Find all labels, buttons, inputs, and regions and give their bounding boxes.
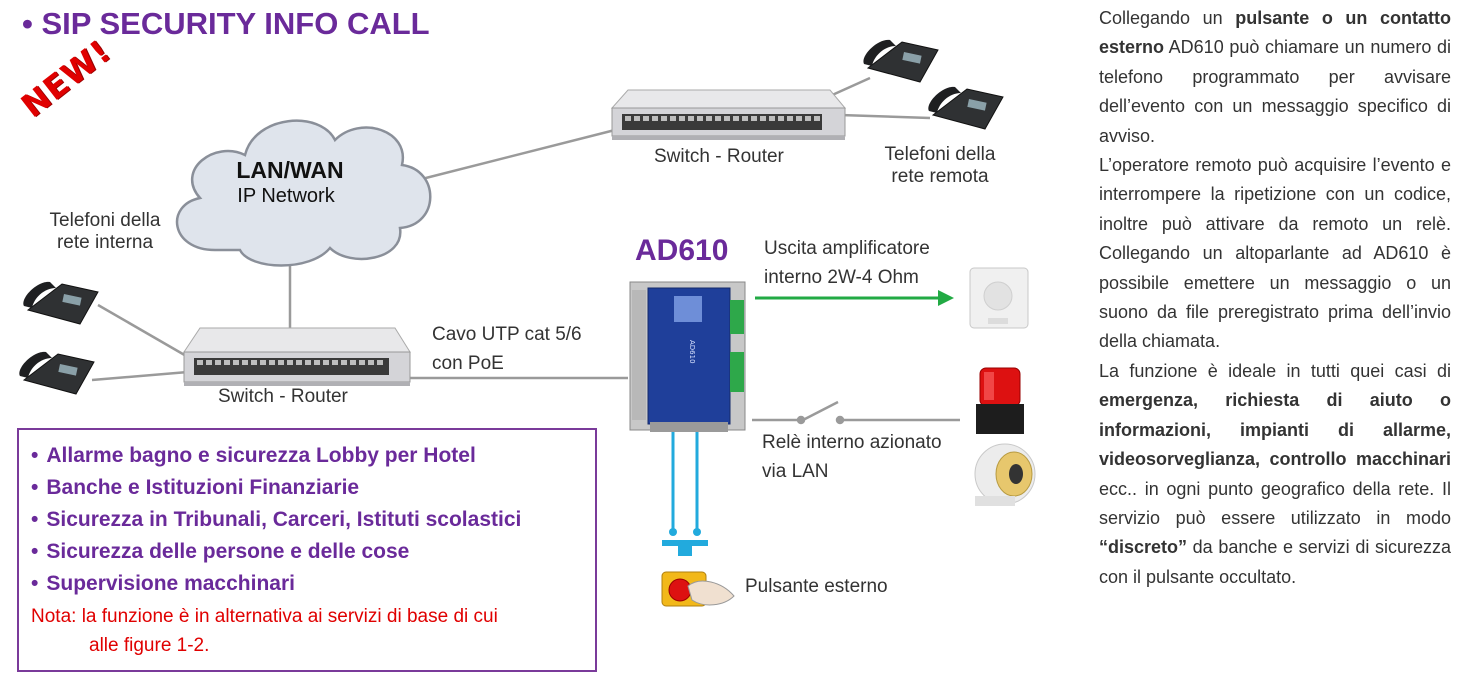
button-contact-top [662,540,708,546]
feature-item: •Supervisione macchinari [31,572,295,595]
relay-switch [752,400,960,425]
amplifier-output-label: Uscita amplificatore interno 2W-4 Ohm [764,234,930,292]
feature-text: Supervisione macchinari [46,572,295,595]
description-paragraph-1: Collegando un pulsante o un contatto est… [1099,4,1451,151]
amplifier-output-label-line1: Uscita amplificatore [764,238,930,259]
internal-phones-label-line2: rete interna [56,232,154,253]
emergency-button-icon [661,571,735,607]
note-line2: alle figure 1-2. [89,635,210,656]
remote-phones-label: Telefoni della rete remota [865,144,1015,188]
feature-item: •Sicurezza delle persone e delle cose [31,540,410,563]
internal-phones-label-line1: Telefoni della [49,210,161,231]
feature-item: •Banche e Istituzioni Finanziarie [31,476,360,499]
network-diagram: LAN/WAN IP Network [19,39,1036,607]
lan-wan-cloud: LAN/WAN IP Network [175,119,432,267]
button-contact-stem [678,546,692,556]
internal-phones-label: Telefoni della rete interna [20,210,190,254]
desc-p3-a: La funzione è ideale in tutti quei casi … [1099,360,1451,381]
feature-text: Banche e Istituzioni Finanziarie [46,476,360,499]
features-list: •Allarme bagno e sicurezza Lobby per Hot… [19,430,595,600]
speaker-icon [969,267,1029,329]
feature-text: Allarme bagno e sicurezza Lobby per Hote… [46,444,476,467]
relay-label-line2: via LAN [762,461,829,482]
remote-phone2-line [839,113,931,120]
description-paragraph-3: La funzione è ideale in tutti quei casi … [1099,357,1451,592]
wire-terminal [669,528,677,536]
phone-icon [863,39,939,83]
feature-item: •Sicurezza in Tribunali, Carceri, Istitu… [31,508,522,531]
amplifier-output-label-line2: interno 2W-4 Ohm [764,267,919,288]
features-box: •Allarme bagno e sicurezza Lobby per Hot… [17,428,597,672]
cable-label-line1: Cavo UTP cat 5/6 [432,324,582,345]
phone-icon [23,281,99,325]
phone2-line [91,370,189,382]
desc-p3-c: ecc.. in ogni punto geografico della ret… [1099,478,1451,528]
ad610-device: AD610 [629,281,746,432]
remote-phones-label-line2: rete remota [891,166,989,187]
cable-label-line2: con PoE [432,353,504,374]
cloud-to-top-switch-line [409,128,616,184]
wire-terminal [693,528,701,536]
desc-p3-e: da banche e servizi di sicurezza con il … [1099,537,1451,587]
feature-item: •Allarme bagno e sicurezza Lobby per Hot… [31,444,476,467]
phone-icon [928,86,1004,130]
button-wires [671,432,699,530]
siren-icon [976,367,1024,434]
relay-label: Relè interno azionato via LAN [762,428,942,486]
switch-router-bottom-device [183,327,411,386]
feature-text: Sicurezza in Tribunali, Carceri, Istitut… [46,508,522,531]
amplifier-output-arrow [755,290,954,306]
note-line1: Nota: la funzione è in alternativa ai se… [31,606,498,627]
feature-text: Sicurezza delle persone e delle cose [46,540,410,563]
cloud-title: LAN/WAN [236,157,343,183]
note-text: Nota: la funzione è in alternativa ai se… [19,600,595,660]
ad610-label: AD610 [635,234,729,267]
switch-router-bottom-label: Switch - Router [218,386,348,407]
switch-router-top-label: Switch - Router [654,146,784,167]
desc-p1-b: pulsante o un contatto esterno [1099,8,1451,58]
alarm-horn-icon [974,443,1036,506]
description-text: Collegando un pulsante o un contatto est… [1099,4,1451,592]
description-paragraph-2: L’operatore remoto può acquisire l’event… [1099,155,1451,352]
phone1-line [97,303,189,359]
desc-p1-a: Collegando un [1099,8,1236,28]
ad610-logo-icon [674,296,702,322]
relay-label-line1: Relè interno azionato [762,432,942,453]
page-title: • SIP SECURITY INFO CALL [22,6,430,41]
external-button-label: Pulsante esterno [745,576,888,597]
cable-label: Cavo UTP cat 5/6 con PoE [432,320,582,378]
phone-icon [19,351,95,395]
cloud-subtitle: IP Network [237,185,335,207]
desc-p1-c: AD610 può chiamare un numero di telefono… [1099,37,1451,146]
connection-lines [91,76,931,382]
desc-p3-b: emergenza, richiesta di aiuto o informaz… [1099,390,1451,470]
desc-p3-d: “discreto” [1099,537,1188,558]
switch-router-top-device [610,89,847,140]
svg-text:AD610: AD610 [688,340,696,364]
remote-phones-label-line1: Telefoni della [884,144,996,165]
